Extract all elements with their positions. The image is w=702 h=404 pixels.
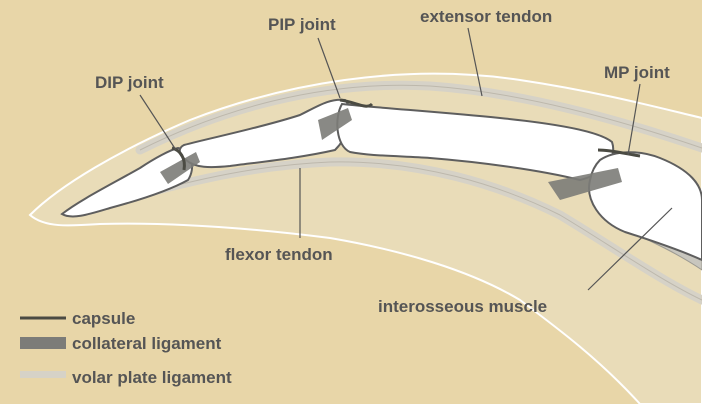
label-dip-joint: DIP joint xyxy=(95,73,164,92)
legend-label-collateral-ligament: collateral ligament xyxy=(72,334,222,353)
label-flexor-tendon: flexor tendon xyxy=(225,245,333,264)
label-interosseous-muscle: interosseous muscle xyxy=(378,297,547,316)
label-pip-joint: PIP joint xyxy=(268,15,336,34)
legend-symbol-volar-plate-ligament xyxy=(20,371,66,378)
legend-symbol-collateral-ligament xyxy=(20,337,66,349)
legend-label-volar-plate-ligament: volar plate ligament xyxy=(72,368,232,387)
label-mp-joint: MP joint xyxy=(604,63,670,82)
legend-label-capsule: capsule xyxy=(72,309,135,328)
label-extensor-tendon: extensor tendon xyxy=(420,7,552,26)
legend: capsule collateral ligament volar plate … xyxy=(20,309,232,387)
